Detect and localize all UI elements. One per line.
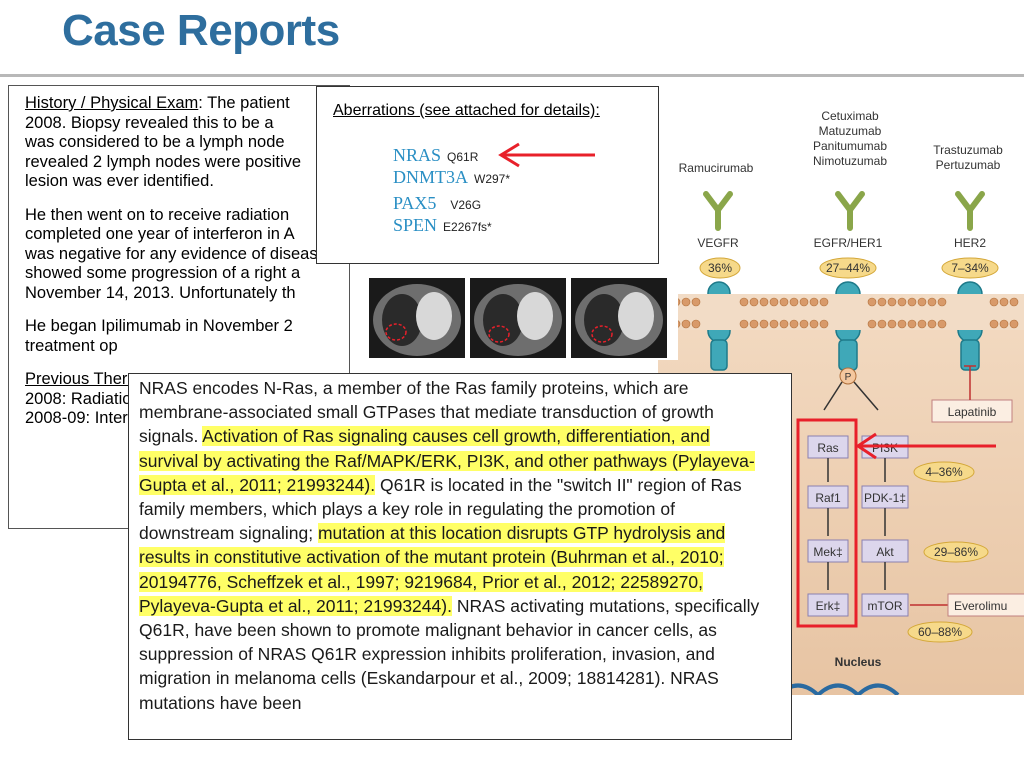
nucleus-label: Nucleus xyxy=(835,655,882,669)
history-line: was negative for any evidence of disease xyxy=(25,244,327,263)
history-panel: History / Physical Exam: The patient 200… xyxy=(8,85,350,529)
mtor-pct: 60–88% xyxy=(918,625,962,639)
receptor-label: VEGFR xyxy=(697,236,739,250)
raf1-label: Raf1 xyxy=(815,491,841,505)
ct-scans xyxy=(369,278,667,358)
mek-label: Mek‡ xyxy=(813,545,842,559)
gene-name: DNMT3A xyxy=(393,167,468,187)
history-line: November 14, 2013. Unfortunately th xyxy=(25,283,296,302)
gene-mutation: E2267fs* xyxy=(443,220,492,234)
everolimus-label: Everolimu xyxy=(954,599,1007,613)
ras-chain-boxes xyxy=(807,435,849,617)
lapatinib-label: Lapatinib xyxy=(948,405,997,419)
phospho-circle xyxy=(839,367,857,385)
text-segment: NRAS encodes N-Ras, a member of the Ras … xyxy=(139,378,714,447)
antibody-icons xyxy=(703,191,985,231)
ct-scan-image xyxy=(571,278,667,358)
history-paragraph-3: He began Ipilimumab in November 2 treatm… xyxy=(25,317,349,356)
chain-arrows xyxy=(827,458,886,590)
receptor-pct: 27–44% xyxy=(826,261,870,275)
slide-title: Case Reports xyxy=(62,6,340,55)
history-line: completed one year of interferon in A xyxy=(25,225,295,243)
ct-scan-images xyxy=(366,276,678,360)
gene-name: NRAS xyxy=(393,145,442,165)
history-line: He began Ipilimumab in November 2 xyxy=(25,317,293,335)
history-heading-tail: : The patient xyxy=(198,94,290,112)
gene-row: NRAS Q61R xyxy=(393,145,478,166)
receptor-pct: 7–34% xyxy=(951,261,989,275)
gene-row: SPEN E2267fs* xyxy=(393,215,492,236)
gene-row: DNMT3A W297* xyxy=(393,167,510,188)
cell-membrane xyxy=(658,294,1024,330)
pi3k-pct: 4–36% xyxy=(925,465,963,479)
history-line: lesion was ever identified. xyxy=(25,172,214,190)
history-line: 2008. Biopsy revealed this to be a xyxy=(25,113,274,132)
pdk1-label: PDK-1‡ xyxy=(864,491,906,505)
history-line: showed some progression of a right a xyxy=(25,264,301,282)
nras-description-text: NRAS encodes N-Ras, a member of the Ras … xyxy=(129,374,791,715)
history-line: was considered to be a lymph node xyxy=(25,133,285,151)
history-line: He then went on to receive radiation xyxy=(25,205,290,224)
pi3k-label: PI3K xyxy=(872,441,898,455)
drug-label: Matuzumab xyxy=(819,124,882,138)
history-paragraph-1: History / Physical Exam: The patient 200… xyxy=(25,94,349,192)
ras-pathway-highlight-box xyxy=(796,418,858,628)
phospho-label: P xyxy=(845,372,852,383)
ras-pointer-arrow xyxy=(855,432,996,460)
history-heading: History / Physical Exam xyxy=(25,94,199,112)
drug-label: Trastuzumab xyxy=(933,143,1003,157)
gene-mutation: V26G xyxy=(450,198,482,212)
gene-name: PAX5 xyxy=(393,193,437,213)
receptor-pct: 36% xyxy=(708,261,732,275)
history-line: treatment op xyxy=(25,336,118,355)
therapy-line: 2008: Radiation xyxy=(25,389,141,408)
history-line: revealed 2 lymph nodes were positive xyxy=(25,152,302,171)
history-paragraph-2: He then went on to receive radiation com… xyxy=(25,205,349,304)
text-segment: NRAS activating mutations, specifically … xyxy=(139,595,760,713)
aberrations-panel: Aberrations (see attached for details): … xyxy=(316,86,659,264)
drug-label: Pertuzumab xyxy=(936,158,1001,172)
gene-mutation: W297* xyxy=(474,172,511,186)
akt-label: Akt xyxy=(876,545,894,559)
aberrations-title: Aberrations (see attached for details): xyxy=(333,102,600,119)
receptor-label: EGFR/HER1 xyxy=(814,236,883,250)
title-divider xyxy=(0,74,1024,77)
drug-label: Panitumumab xyxy=(813,139,887,153)
ct-scan-image xyxy=(470,278,566,358)
akt-pct: 29–86% xyxy=(934,545,978,559)
text-segment: Q61R is located in the "switch II" regio… xyxy=(139,474,742,544)
gene-name: SPEN xyxy=(393,215,438,235)
nras-description-panel: NRAS encodes N-Ras, a member of the Ras … xyxy=(128,373,792,740)
previous-therapy-heading: Previous Therapy xyxy=(25,370,155,388)
receptor-label: HER2 xyxy=(954,236,986,250)
drug-label: Nimotuzumab xyxy=(813,154,887,168)
drug-label: Cetuximab xyxy=(821,110,879,123)
mtor-label: mTOR xyxy=(867,599,902,613)
ras-label: Ras xyxy=(817,441,838,455)
ct-scan-image xyxy=(369,278,465,358)
gene-mutation: Q61R xyxy=(447,150,479,164)
gene-row: PAX5 V26G xyxy=(393,193,481,214)
erk-label: Erk‡ xyxy=(816,599,841,613)
ramucirumab-label: Ramucirumab xyxy=(679,161,754,175)
nras-pointer-arrow xyxy=(498,142,595,168)
